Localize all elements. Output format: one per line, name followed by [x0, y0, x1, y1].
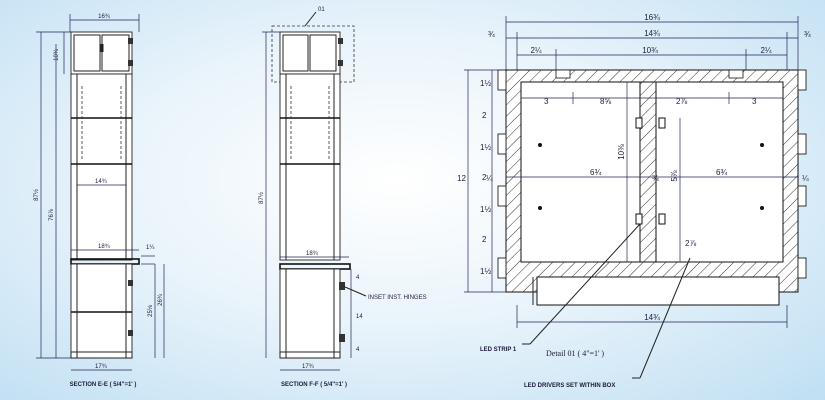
- detail-title: Detail 01 ( 4"=1' ): [546, 349, 604, 358]
- dim-detail-seg-mid: 10¾: [642, 46, 658, 55]
- dim-detail-left-offset: ¾: [488, 30, 495, 39]
- dim-stack-4: 1½: [480, 205, 491, 214]
- dim-stack-1: 2: [482, 111, 487, 120]
- dim-detail-mid-c: 6¾: [716, 168, 727, 177]
- detail-01: 16¾ ¾ 14¾ ¾ 2¼ 10¾ 2¼: [457, 13, 811, 389]
- dim-stack-0: 1½: [480, 79, 491, 88]
- dim-stack-5: 2: [482, 235, 487, 244]
- dim-detail-mid-left: ¼: [486, 174, 493, 183]
- section-ee: 16¾ 10¾ 14¾ 18¾ 1¼: [33, 14, 165, 388]
- dim-hinge-top: 4: [356, 275, 360, 281]
- dim-lower-outer: 26¾: [158, 293, 164, 306]
- dim-detail-vert-5: 5⅞: [670, 170, 679, 181]
- dim-detail-inner-right: 3: [752, 97, 757, 106]
- dim-detail-right-offset: ¾: [804, 30, 811, 39]
- dim-ff-counter-width: 18¾: [306, 251, 319, 257]
- dim-detail-overall-top: 16¾: [644, 13, 660, 22]
- dim-stack-3: 2: [482, 173, 487, 182]
- callout-01: 01: [318, 7, 325, 13]
- dim-overall-height-outer: 87½: [33, 189, 40, 201]
- hinge-note: INSET INST. HINGES: [368, 295, 427, 301]
- dim-detail-bottom-width: 14¾: [644, 313, 660, 322]
- dim-detail-inner-mid-right: 2⅞: [676, 97, 687, 106]
- dim-lower-height: 25⅛: [148, 304, 154, 317]
- dim-stack-6: 1½: [480, 267, 491, 276]
- section-ee-title: SECTION E-E ( 5/4"=1' ): [70, 382, 137, 388]
- dim-hinge-span: 14: [356, 314, 363, 320]
- note-led-drivers: LED DRIVERS SET WITHIN BOX: [524, 383, 615, 389]
- dim-detail-inner-gap: 8⅝: [600, 97, 611, 106]
- dim-detail-vert-10: 10⅜: [617, 144, 626, 160]
- dim-detail-mid-b: ¾: [652, 174, 659, 183]
- dim-stack-2: 1½: [480, 143, 491, 152]
- dim-detail-inner-left: 3: [544, 97, 549, 106]
- dim-detail-lower-small: 2⅞: [685, 239, 696, 248]
- dim-detail-seg-right: 2¼: [760, 46, 771, 55]
- dim-ff-base-width: 17¾: [302, 364, 315, 370]
- dim-base-width: 17¾: [95, 364, 108, 370]
- dim-top-width: 16¾: [98, 14, 111, 20]
- dim-counter-thick: 1¼: [146, 245, 155, 251]
- dim-overall-height-inner: 76⅞: [49, 208, 55, 221]
- dim-upper-height: 10¾: [54, 48, 60, 61]
- dim-hinge-bottom: 4: [356, 347, 360, 353]
- dim-ff-overall-height: 87½: [258, 192, 265, 204]
- dim-counter-width: 18¾: [98, 244, 111, 250]
- dim-shelf-width: 14¾: [95, 179, 108, 185]
- dim-detail-overall-height: 12: [457, 174, 466, 183]
- dim-detail-mid-right: ¼: [802, 174, 809, 183]
- dim-detail-inner-top: 14¾: [644, 29, 660, 38]
- dim-detail-seg-left: 2¼: [530, 46, 541, 55]
- section-ff: 01 18¾ 4 14 4 INSET INST. HINGES 87½: [258, 7, 427, 388]
- dim-detail-mid-a: 6¾: [590, 168, 601, 177]
- note-led-strip: LED STRIP 1: [480, 347, 517, 353]
- section-ff-title: SECTION F-F ( 5/4"=1' ): [281, 382, 347, 388]
